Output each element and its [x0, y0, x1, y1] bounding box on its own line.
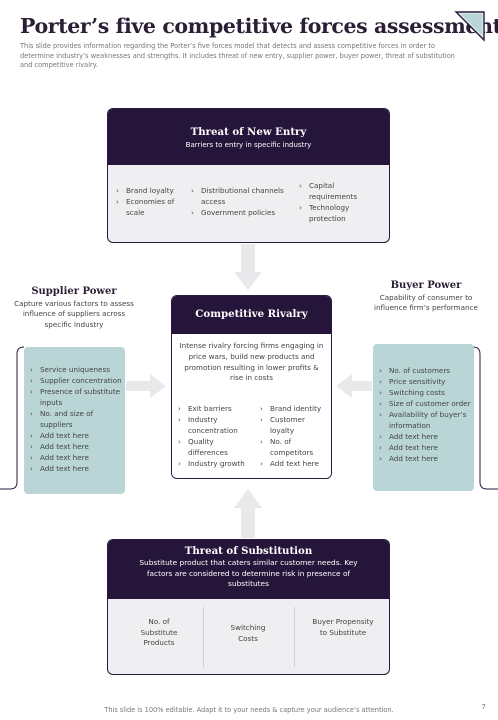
- arrow-left-icon: [336, 374, 372, 398]
- supplier-list: Service uniqueness Supplier concentratio…: [30, 364, 122, 474]
- new-entry-list-1: Brand loyalty Economies of scale: [116, 185, 190, 218]
- list-item: No. and size of suppliers: [30, 408, 122, 430]
- new-entry-title: Threat of New Entry: [190, 126, 307, 138]
- supplier-subtitle: Capture various factors to assess influe…: [14, 299, 134, 329]
- rivalry-list-1: Exit barriers Industry concentration Qua…: [178, 403, 252, 469]
- divider: [203, 607, 204, 667]
- list-item: Technology protection: [299, 202, 379, 224]
- list-item: Capital requirements: [299, 180, 379, 202]
- list-item: Brand identity: [260, 403, 330, 414]
- new-entry-list-3: Capital requirements Technology protecti…: [299, 180, 379, 224]
- buyer-box: No. of customers Price sensitivity Switc…: [373, 344, 474, 491]
- supplier-title: Supplier Power: [31, 286, 117, 297]
- list-item: Exit barriers: [178, 403, 252, 414]
- list-item: Size of customer order: [379, 398, 472, 409]
- rivalry-header: Competitive Rivalry: [172, 296, 331, 334]
- list-item: Customer loyalty: [260, 414, 330, 436]
- substitution-subtitle: Substitute product that caters similar c…: [139, 558, 358, 589]
- corner-triangle-icon: [454, 11, 485, 42]
- footer-note: This slide is 100% editable. Adapt it to…: [104, 706, 394, 714]
- list-item: Industry growth: [178, 458, 252, 469]
- rivalry-lists: Exit barriers Industry concentration Qua…: [172, 400, 331, 478]
- list-item: Economies of scale: [116, 196, 190, 218]
- list-item: Presence of substitute inputs: [30, 386, 122, 408]
- list-item: Add text here: [379, 431, 472, 442]
- list-item: Supplier concentration: [30, 375, 122, 386]
- list-item: Price sensitivity: [379, 376, 472, 387]
- list-item: No. of competitors: [260, 436, 330, 458]
- buyer-title: Buyer Power: [390, 280, 462, 291]
- substitution-factor-1: No. of Substitute Products: [140, 617, 178, 648]
- substitution-header: Threat of Substitution Substitute produc…: [108, 540, 389, 599]
- new-entry-box: Threat of New Entry Barriers to entry in…: [107, 108, 390, 243]
- substitution-factor-3: Buyer Propensity to Substitute: [312, 617, 374, 637]
- arrow-up-icon: [234, 489, 262, 538]
- divider: [294, 607, 295, 667]
- list-item: Add text here: [30, 441, 122, 452]
- list-item: Switching costs: [379, 387, 472, 398]
- list-item: Government policies: [191, 207, 291, 218]
- substitution-factor-2: Switching Costs: [230, 623, 266, 643]
- list-item: Availability of buyer’s information: [379, 409, 472, 431]
- list-item: No. of customers: [379, 365, 472, 376]
- arrow-right-icon: [126, 374, 166, 398]
- supplier-bracket-line: [0, 346, 25, 490]
- list-item: Add text here: [30, 430, 122, 441]
- page-number: 7: [481, 703, 486, 711]
- list-item: Distributional channels access: [191, 185, 291, 207]
- substitution-title: Threat of Substitution: [184, 545, 313, 557]
- new-entry-subtitle: Barriers to entry in specific industry: [185, 141, 312, 149]
- page-subtitle: This slide provides information regardin…: [20, 42, 455, 70]
- page-title: Porter’s five competitive forces assessm…: [20, 14, 498, 38]
- list-item: Add text here: [260, 458, 330, 469]
- new-entry-header: Threat of New Entry Barriers to entry in…: [108, 109, 389, 165]
- buyer-bracket-line: [472, 346, 498, 490]
- list-item: Add text here: [379, 453, 472, 464]
- list-item: Add text here: [30, 463, 122, 474]
- arrow-down-icon: [234, 244, 262, 290]
- rivalry-description: Intense rivalry forcing firms engaging i…: [179, 341, 324, 383]
- list-item: Add text here: [30, 452, 122, 463]
- rivalry-list-2: Brand identity Customer loyalty No. of c…: [260, 403, 330, 469]
- list-item: Industry concentration: [178, 414, 252, 436]
- list-item: Service uniqueness: [30, 364, 122, 375]
- list-item: Add text here: [379, 442, 472, 453]
- buyer-subtitle: Capability of consumer to influence firm…: [374, 293, 478, 313]
- list-item: Brand loyalty: [116, 185, 190, 196]
- rivalry-box: Competitive Rivalry Intense rivalry forc…: [171, 295, 332, 479]
- supplier-box: Service uniqueness Supplier concentratio…: [24, 347, 125, 494]
- buyer-list: No. of customers Price sensitivity Switc…: [379, 365, 472, 464]
- substitution-box: Threat of Substitution Substitute produc…: [107, 539, 390, 675]
- list-item: Quality differences: [178, 436, 252, 458]
- new-entry-list-2: Distributional channels access Governmen…: [191, 185, 291, 218]
- rivalry-title: Competitive Rivalry: [195, 308, 308, 320]
